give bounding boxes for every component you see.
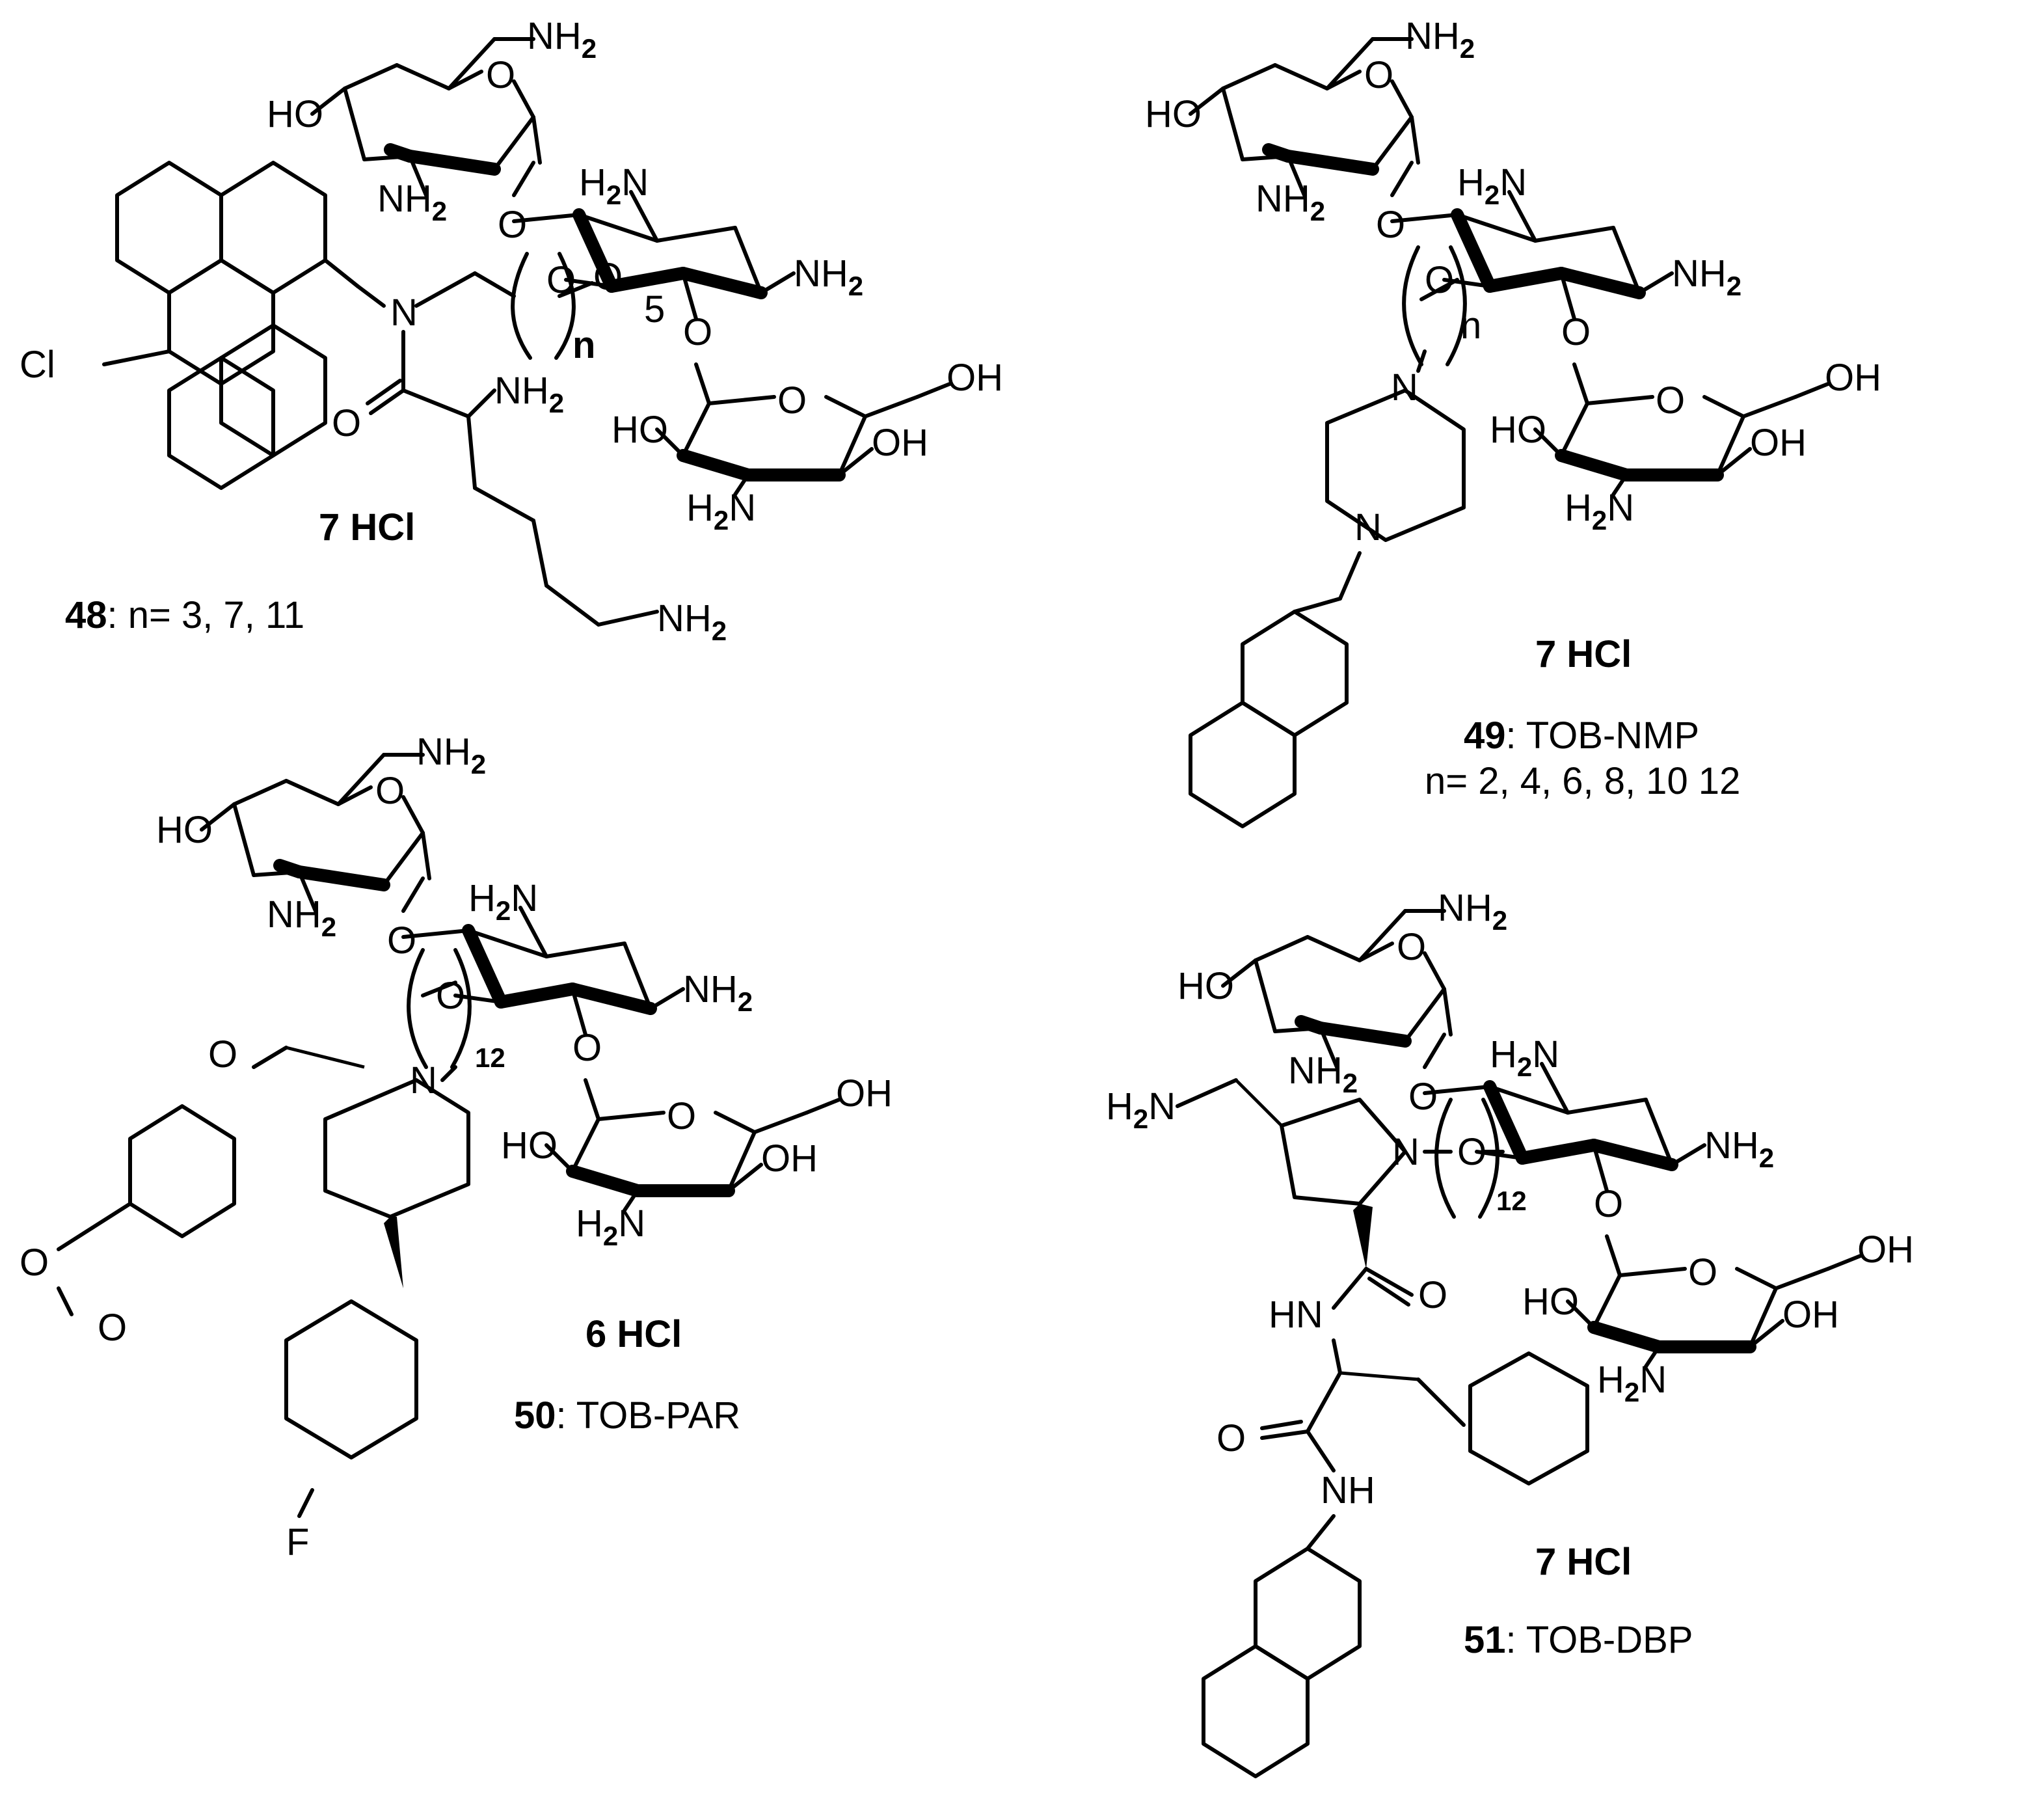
piperazine-ring: N N bbox=[1325, 366, 1466, 549]
compound-caption: 50: TOB-PAR bbox=[514, 1394, 740, 1437]
piperidine-ring: N bbox=[323, 1059, 470, 1219]
naphthalene-group bbox=[1202, 1547, 1362, 1778]
hashed-bond bbox=[1235, 1079, 1283, 1127]
piperidine-nitrogen-label: N bbox=[410, 1059, 437, 1102]
piperazine-nitrogen-label: N bbox=[1391, 366, 1418, 409]
repeat-bracket-left bbox=[511, 252, 532, 360]
repeat-bracket-left bbox=[1434, 1098, 1456, 1219]
benzodioxole-group: O O bbox=[20, 1104, 236, 1349]
compound-number: 49 bbox=[1464, 714, 1506, 757]
wedge-bond bbox=[384, 1217, 403, 1288]
chain-length-note: n= 2, 4, 6, 8, 10 12 bbox=[1425, 760, 1740, 802]
repeat-bracket-right bbox=[1446, 245, 1467, 366]
repeat-unit-label: n bbox=[1460, 305, 1481, 347]
compound-caption: 49: TOB-NMP bbox=[1464, 714, 1699, 757]
pyrrolidine-nitrogen-label: N bbox=[1392, 1131, 1419, 1173]
hashed-bond bbox=[286, 1046, 365, 1069]
carbonyl-oxygen-label: O bbox=[1217, 1417, 1246, 1459]
tobramycin-core bbox=[1145, 15, 1881, 535]
compound-48: Cl N n O 5 O NH2 NH2 7 HCl 48: n= 3, 7, … bbox=[20, 15, 1003, 646]
dioxole-oxygen-label: O bbox=[20, 1241, 49, 1284]
repeat-unit-label: 12 bbox=[475, 1042, 505, 1073]
compound-50: 12 N O O O F 6 HCl 50: TOB-PAR bbox=[20, 731, 893, 1564]
repeat-bracket-right bbox=[1478, 1098, 1499, 1219]
ether-oxygen-label: O bbox=[593, 256, 623, 298]
salt-label: 7 HCl bbox=[319, 506, 415, 549]
compound-description: : n= 3, 7, 11 bbox=[107, 594, 305, 636]
ether-oxygen-label: O bbox=[208, 1033, 237, 1076]
repeat-bracket-right bbox=[554, 252, 576, 360]
fluorine-label: F bbox=[286, 1521, 309, 1564]
pyrrolidine-ring: N bbox=[1280, 1098, 1419, 1206]
repeat-bracket-right bbox=[450, 948, 472, 1069]
hashed-bond bbox=[1339, 1371, 1419, 1381]
compound-description: : TOB-NMP bbox=[1506, 714, 1700, 757]
salt-label: 7 HCl bbox=[1535, 633, 1632, 675]
wedge-bond bbox=[1353, 1204, 1373, 1269]
tobramycin-core bbox=[267, 15, 1003, 535]
chloroanthracene-group: Cl bbox=[20, 161, 327, 490]
compound-number: 51 bbox=[1464, 1619, 1506, 1661]
repeat-unit-label: 12 bbox=[1496, 1186, 1527, 1216]
compound-51: N H2N 12 O HN O NH 7 HCl bbox=[1106, 887, 1914, 1778]
repeat-bracket-left bbox=[1402, 245, 1423, 366]
carbonyl-oxygen-label: O bbox=[1418, 1274, 1447, 1316]
compound-number: 50 bbox=[514, 1394, 556, 1437]
compound-caption: 48: n= 3, 7, 11 bbox=[65, 594, 304, 636]
compound-description: : TOB-DBP bbox=[1506, 1619, 1693, 1661]
fluorophenyl-group: F bbox=[284, 1299, 418, 1564]
repeat-unit-label: n bbox=[572, 324, 595, 366]
tobramycin-core bbox=[156, 731, 893, 1251]
amine-label: NH2 bbox=[657, 597, 727, 646]
compound-49: n N N 7 HCl 49: TOB-NMP n= 2, 4, 6, 8, 1… bbox=[1145, 15, 1881, 828]
amide-nh-label: NH bbox=[1321, 1469, 1375, 1512]
position-5-marker: 5 bbox=[644, 288, 665, 331]
phenyl-group bbox=[1468, 1351, 1589, 1485]
naphthalene-group bbox=[1189, 610, 1349, 828]
compound-description: : TOB-PAR bbox=[556, 1394, 741, 1437]
compound-number: 48 bbox=[65, 594, 107, 636]
repeat-bracket-left bbox=[407, 948, 428, 1069]
amide-nh-label: HN bbox=[1269, 1294, 1323, 1336]
carbonyl-oxygen-label: O bbox=[332, 402, 361, 444]
dioxole-oxygen-label: O bbox=[98, 1307, 127, 1349]
chlorine-label: Cl bbox=[20, 344, 55, 386]
compound-caption: 51: TOB-DBP bbox=[1464, 1619, 1693, 1661]
piperazine-nitrogen-label: N bbox=[1354, 506, 1382, 549]
amide-nitrogen-label: N bbox=[390, 291, 418, 334]
salt-label: 7 HCl bbox=[1535, 1541, 1632, 1583]
salt-label: 6 HCl bbox=[585, 1313, 682, 1355]
amine-label: NH2 bbox=[494, 370, 564, 418]
amine-label: H2N bbox=[1106, 1085, 1176, 1134]
